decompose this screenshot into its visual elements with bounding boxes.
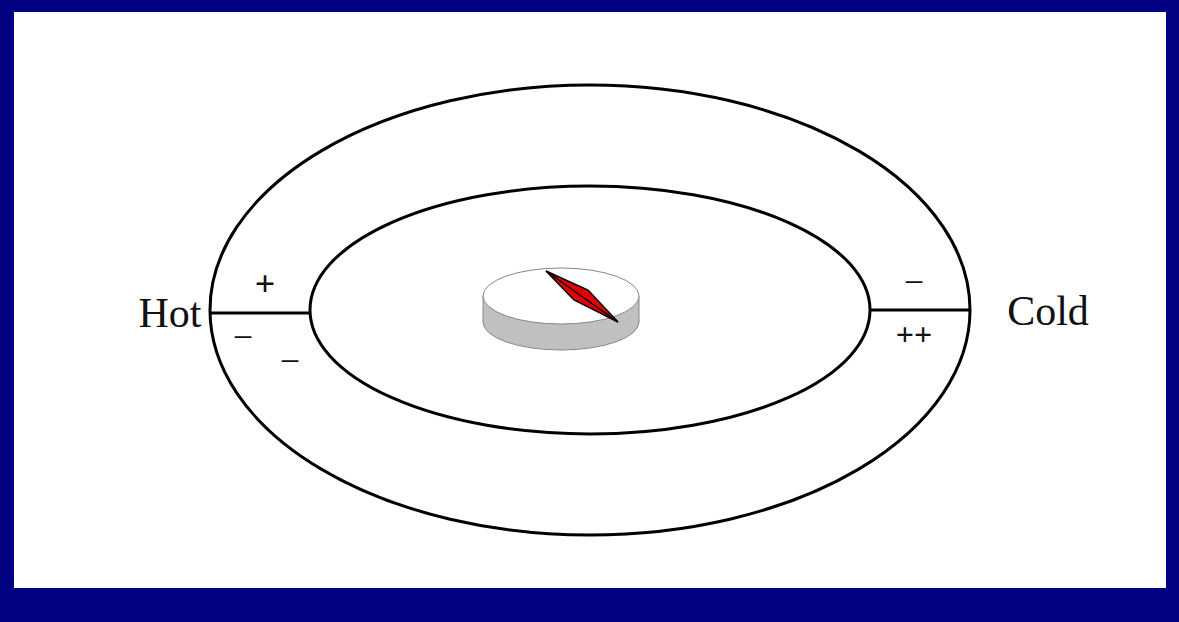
- charge-sign: +: [255, 266, 276, 302]
- hot-junction: [210, 312, 310, 315]
- junction-label: Hot: [139, 292, 202, 334]
- inner-wire-loop: [310, 186, 870, 434]
- white-panel: [14, 12, 1166, 588]
- charge-sign: −: [280, 343, 300, 379]
- junction-label: Cold: [1007, 290, 1089, 332]
- charge-sign: −: [233, 319, 253, 355]
- cold-junction: [870, 309, 970, 312]
- outer-wire-loop: [210, 85, 970, 535]
- charge-sign: ++: [896, 318, 932, 350]
- compass-face: [483, 268, 639, 324]
- charge-sign: −: [904, 264, 924, 300]
- needle-axis: [546, 271, 618, 322]
- compass-needle: [546, 271, 618, 322]
